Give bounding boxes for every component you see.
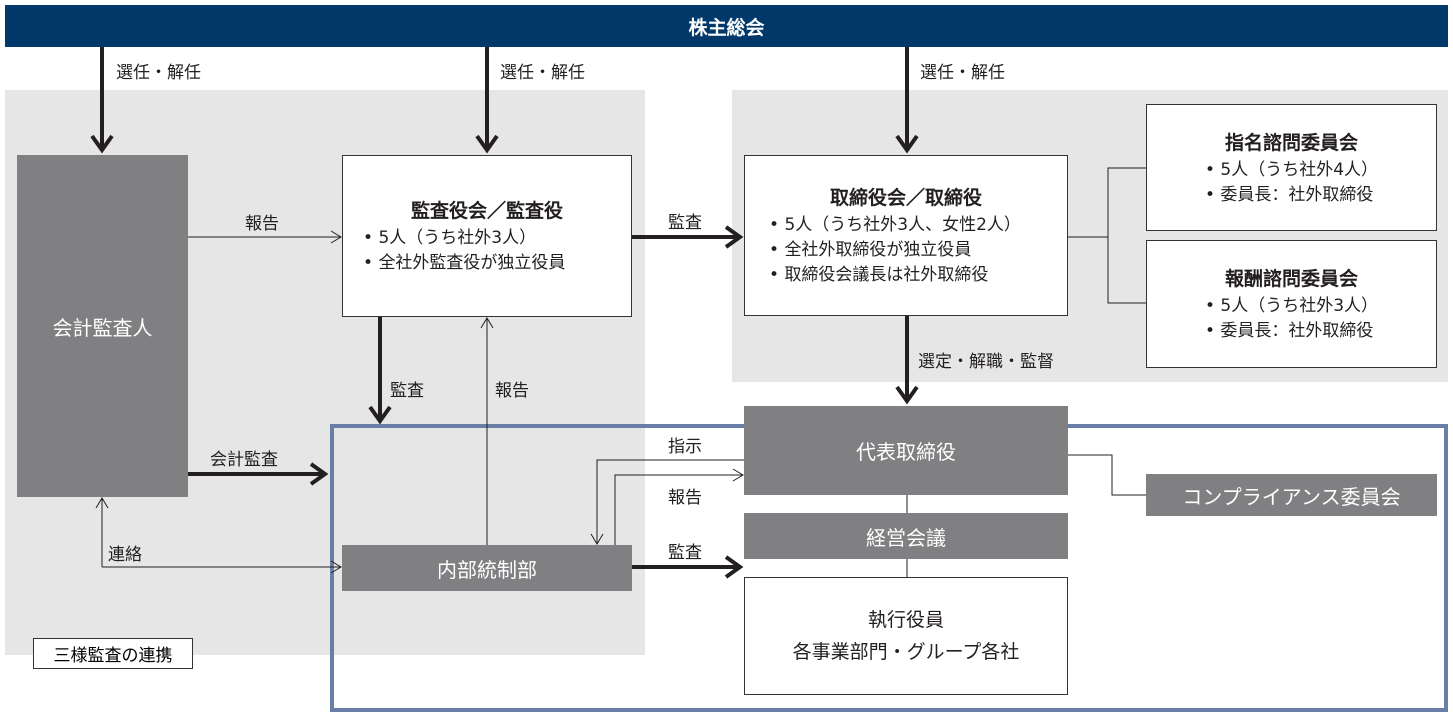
executive-officers: 執行役員 各事業部門・グループ各社 [744,577,1068,695]
ceo: 代表取締役 [744,406,1068,495]
label-audit: 監査 [668,213,702,233]
arrow-report-ceo [614,468,744,545]
list-item: 委員長：社外取締役 [1205,319,1378,344]
list-item: 5人（うち社外3人） [1205,294,1378,319]
shareholders-meeting: 株主総会 [5,5,1448,47]
label-instruct: 指示 [668,437,702,457]
label-elect-3: 選任・解任 [920,63,1005,83]
list-item: 全社外取締役が独立役員 [769,238,1021,263]
accounting-auditor: 会計監査人 [17,155,188,497]
arrow-instruct [590,459,744,545]
board-title: 取締役会／取締役 [829,187,982,209]
label-contact: 連絡 [108,545,142,565]
management-meeting: 経営会議 [744,513,1068,559]
label-audit-exec: 監査 [668,543,702,563]
compensation-committee: 報酬諮問委員会 5人（うち社外3人）委員長：社外取締役 [1146,240,1437,368]
label-select: 選定・解職・監督 [918,352,1054,372]
three-way-audit-label: 三様監査の連携 [33,638,193,669]
list-item: 5人（うち社外3人） [363,226,565,251]
list-item: 取締役会議長は社外取締役 [769,263,1021,288]
label-elect-1: 選任・解任 [116,63,201,83]
label-report-ceo: 報告 [668,488,702,508]
audit-board-title: 監査役会／監査役 [410,200,563,222]
board-of-directors: 取締役会／取締役 5人（うち社外3人、女性2人）全社外取締役が独立役員取締役会議… [744,155,1068,316]
label-accounting-audit: 会計監査 [210,450,278,470]
label-report-up: 報告 [495,381,529,401]
internal-control-dept: 内部統制部 [342,545,632,591]
list-item: 委員長：社外取締役 [1205,183,1378,208]
nomination-title: 指名諮問委員会 [1224,131,1358,154]
exec-line1: 執行役員 [867,609,944,631]
compensation-title: 報酬諮問委員会 [1224,268,1358,290]
compliance-committee: コンプライアンス委員会 [1146,474,1437,516]
label-audit-down: 監査 [390,381,424,401]
list-item: 全社外監査役が独立役員 [363,251,565,276]
list-item: 5人（うち社外3人、女性2人） [769,213,1020,238]
exec-line2: 各事業部門・グループ各社 [792,641,1020,663]
list-item: 5人（うち社外4人） [1205,158,1378,183]
label-report: 報告 [245,214,279,234]
nomination-committee: 指名諮問委員会 5人（うち社外4人）委員長：社外取締役 [1146,104,1437,231]
audit-board: 監査役会／監査役 5人（うち社外3人）全社外監査役が独立役員 [342,155,632,317]
label-elect-2: 選任・解任 [500,63,585,83]
